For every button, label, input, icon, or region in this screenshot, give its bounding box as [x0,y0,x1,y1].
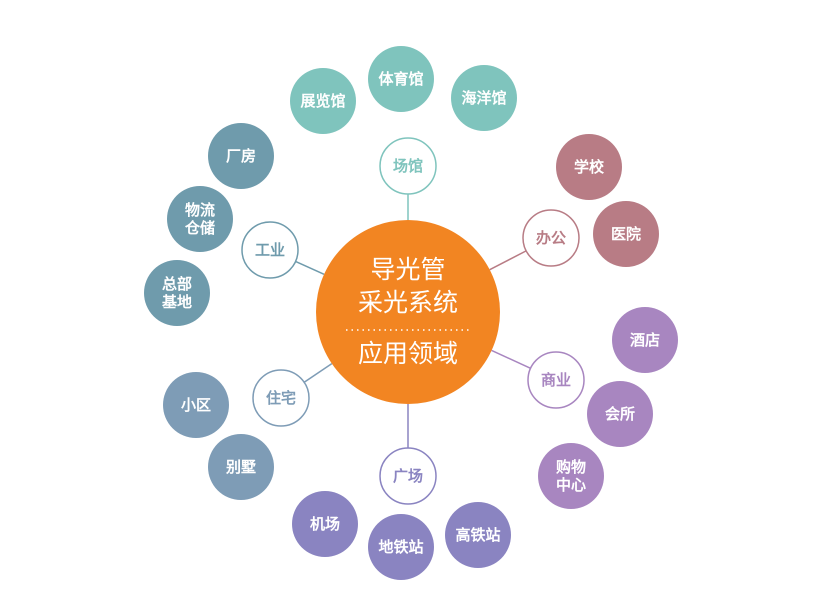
leaf-circle [292,491,358,557]
category-label-industry: 工业 [255,241,285,259]
leaf-label: 地铁站 [378,538,423,556]
leaf-circle [593,201,659,267]
leaf-label: 酒店 [630,331,660,349]
connector-office [489,250,527,271]
leaf-circle [208,123,274,189]
leaf-circle [290,68,356,134]
leaf-label: 别墅 [225,458,256,476]
leaf-circle [368,46,434,112]
category-label-residential: 住宅 [266,389,296,407]
leaf-node-square-0: 机场 [292,491,358,557]
category-label-commerce: 商业 [541,371,571,389]
leaf-node-residential-0: 小区 [163,372,229,438]
category-node-venue: 场馆 [379,137,437,195]
category-circle-residential [252,369,310,427]
category-node-residential: 住宅 [252,369,310,427]
leaf-node-industry-0: 厂房 [208,123,274,189]
connector-commerce [491,349,531,369]
leaf-circle [368,514,434,580]
leaf-circle [167,186,233,252]
center-circle [316,220,500,404]
leaf-node-venue-1: 体育馆 [368,46,434,112]
leaf-label: 体育馆 [378,70,423,88]
leaf-label: 展览馆 [300,92,345,110]
leaf-node-venue-2: 海洋馆 [451,65,517,131]
leaf-circle [538,443,604,509]
leaf-circle [451,65,517,131]
center-subtitle: 应用领域 [358,339,458,368]
leaf-label: 小区 [181,396,211,414]
connector-residential [303,362,333,383]
leaf-label: 基地 [161,293,192,311]
leaf-label: 购物 [556,458,586,476]
category-circle-square [379,447,437,505]
leaf-label: 学校 [574,158,605,176]
leaf-label: 厂房 [226,147,256,165]
category-circle-office [522,209,580,267]
category-circle-commerce [527,351,585,409]
leaf-label: 中心 [556,476,586,494]
category-node-industry: 工业 [241,221,299,279]
category-label-office: 办公 [536,229,566,247]
leaf-node-commerce-0: 酒店 [612,307,678,373]
center-title-line1: 导光管 [370,255,445,284]
leaf-node-square-2: 高铁站 [445,502,511,568]
leaf-label: 海洋馆 [461,89,506,107]
connector-industry [295,260,325,275]
leaf-label: 仓储 [184,219,215,237]
leaf-circle [445,502,511,568]
leaf-node-office-0: 学校 [556,134,622,200]
category-node-commerce: 商业 [527,351,585,409]
category-label-venue: 场馆 [393,157,423,175]
leaf-circle [208,434,274,500]
leaf-circle [556,134,622,200]
category-node-office: 办公 [522,209,580,267]
leaf-label: 高铁站 [455,526,500,544]
category-circle-industry [241,221,299,279]
leaf-node-venue-0: 展览馆 [290,68,356,134]
leaf-circle [587,381,653,447]
category-label-square: 广场 [393,467,423,485]
leaf-node-residential-1: 别墅 [208,434,274,500]
leaf-circle [163,372,229,438]
connectors [295,194,531,448]
center-node: 导光管 采光系统 应用领域 [316,220,500,404]
leaf-circle [144,260,210,326]
leaf-label: 物流 [185,201,215,219]
category-circle-venue [379,137,437,195]
leaf-label: 医院 [611,225,641,243]
leaf-label: 机场 [310,515,340,533]
category-node-square: 广场 [379,447,437,505]
leaf-node-commerce-1: 会所 [587,381,653,447]
leaf-node-square-1: 地铁站 [368,514,434,580]
leaf-circle [612,307,678,373]
center-title-line2: 采光系统 [358,288,458,317]
leaf-node-office-1: 医院 [593,201,659,267]
leaf-label: 总部 [162,275,192,293]
leaf-label: 会所 [605,405,635,423]
